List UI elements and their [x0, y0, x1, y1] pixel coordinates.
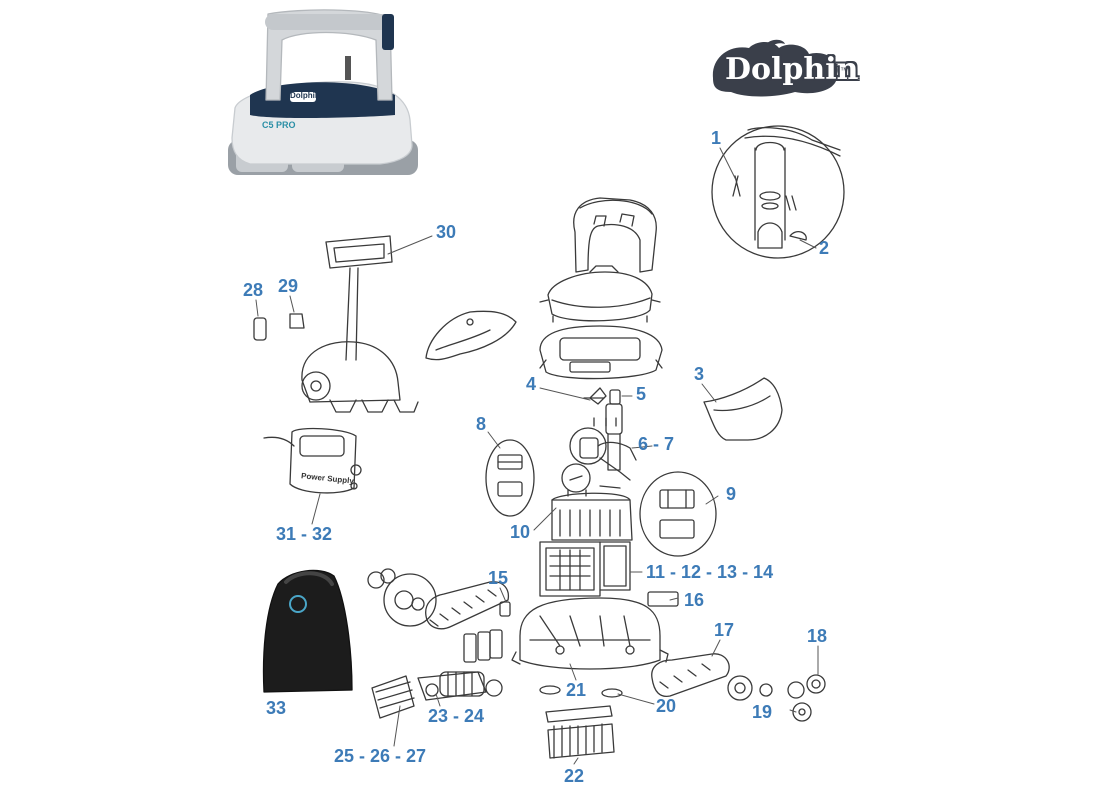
part-handle-top — [573, 197, 657, 273]
part-motor-unit — [551, 463, 633, 541]
callout-25-27: 25 - 26 - 27 — [334, 746, 427, 766]
part-caddy-trolley — [301, 235, 419, 413]
part-washers — [539, 685, 623, 698]
logo-wordmark: Dolphin — [725, 52, 859, 87]
part-power-supply — [263, 427, 362, 494]
dolphin-logo: Dolphin ™ — [705, 38, 859, 100]
callout-10: 10 — [510, 522, 531, 542]
part-wheel-detail-left — [367, 568, 437, 627]
callout-8: 8 — [476, 414, 487, 434]
callout-18: 18 — [807, 626, 828, 646]
callout-29: 29 — [278, 276, 299, 296]
callout-21: 21 — [566, 680, 587, 700]
part-cable-clip — [289, 313, 305, 329]
part-roller-assembly — [417, 671, 503, 701]
callout-17: 17 — [714, 620, 735, 640]
callout-2: 2 — [819, 238, 830, 258]
callout-23-24: 23 - 24 — [428, 706, 485, 726]
callout-16: 16 — [684, 590, 705, 610]
part-remote-fob — [253, 317, 267, 341]
part-side-panel-3 — [703, 377, 783, 441]
part-motor-mount — [569, 417, 637, 481]
part-brush-roller — [371, 675, 415, 719]
part-body-shell — [539, 315, 663, 380]
part-filter-panels — [539, 541, 631, 597]
part-filter-detail-9 — [639, 471, 717, 557]
callout-33: 33 — [266, 698, 287, 718]
callout-leader-lines — [255, 147, 819, 765]
part-filter-detail-8 — [485, 439, 535, 517]
part-chassis — [511, 597, 669, 670]
callout-5: 5 — [636, 384, 647, 404]
callout-11-14: 11 - 12 - 13 - 14 — [646, 562, 774, 582]
robot-body-badge: Dolphin — [290, 91, 320, 100]
part-top-cover — [539, 265, 661, 322]
callout-19: 19 — [752, 702, 773, 722]
callout-31-32: 31 - 32 — [276, 524, 333, 544]
callout-3: 3 — [694, 364, 705, 384]
part-wheels-right — [727, 674, 826, 722]
callout-9: 9 — [726, 484, 737, 504]
part-track-right — [651, 653, 730, 698]
robot-product-photo — [228, 9, 418, 175]
logo-wave-shape — [712, 39, 838, 97]
detail-circle-handle-fixings — [711, 125, 845, 259]
callout-28: 28 — [243, 280, 264, 300]
callout-22: 22 — [564, 766, 585, 786]
callout-30: 30 — [436, 222, 457, 242]
robot-model-badge: C5 PRO — [262, 120, 296, 130]
callout-20: 20 — [656, 696, 677, 716]
part-impeller-and-shaft — [583, 387, 623, 471]
part-fine-filter — [647, 591, 679, 607]
callout-4: 4 — [526, 374, 537, 394]
part-clips-small — [463, 629, 503, 663]
callout-6-7: 6 - 7 — [638, 434, 675, 454]
trademark-symbol: ™ — [840, 66, 848, 75]
part-scraper-brush — [545, 705, 615, 759]
part-carry-bag — [262, 569, 353, 693]
callout-1: 1 — [711, 128, 722, 148]
part-side-panel-left — [425, 310, 517, 361]
callout-15: 15 — [488, 568, 509, 588]
part-track-left — [425, 581, 511, 630]
